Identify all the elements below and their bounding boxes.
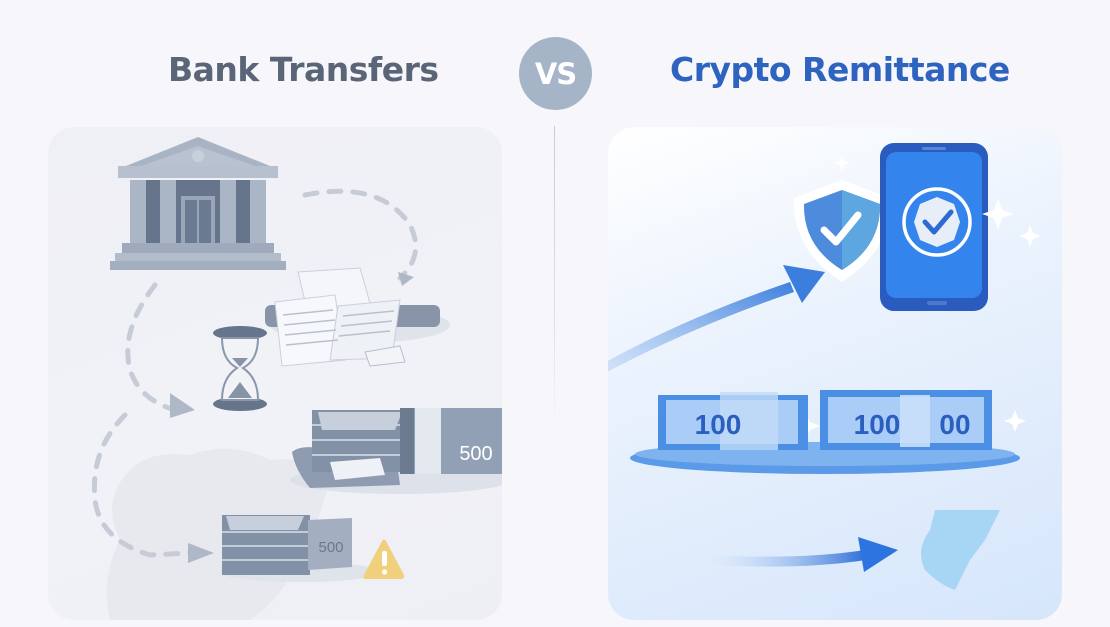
cash-tray: 100 100 00 — [630, 390, 1020, 474]
vs-badge: VS — [519, 37, 592, 110]
hourglass-icon — [213, 326, 267, 411]
map-region — [921, 510, 1000, 590]
arrowhead-icon — [188, 543, 214, 563]
arrowhead-icon — [398, 272, 414, 286]
rising-arrow — [608, 265, 825, 372]
crypto-remittance-title: Crypto Remittance — [670, 50, 1010, 89]
cash-label-1: 100 — [695, 409, 742, 440]
cash-label-3: 00 — [939, 409, 970, 440]
crypto-remittance-panel: 100 100 00 — [608, 127, 1062, 620]
crypto-scene: 100 100 00 — [608, 143, 1041, 590]
arrowhead-icon — [170, 393, 195, 418]
cash-large-label: 500 — [459, 443, 492, 465]
shield-check-icon — [793, 180, 891, 282]
cash-stack-small: 500 — [220, 515, 380, 582]
cash-small-label: 500 — [318, 539, 343, 556]
cash-stack-large: 500 — [290, 408, 502, 494]
warning-icon — [363, 539, 405, 579]
map-arrow — [710, 537, 898, 572]
paper-documents-icon — [265, 267, 450, 367]
cash-label-2: 100 — [854, 409, 901, 440]
dashed-path-arrows — [91, 188, 419, 558]
bank-building-icon — [110, 137, 286, 270]
vs-label: VS — [534, 56, 577, 91]
bank-scene: 500 500 — [91, 137, 502, 620]
smartphone-verified-icon — [880, 143, 988, 311]
bank-transfers-title: Bank Transfers — [168, 50, 439, 89]
center-divider — [554, 126, 555, 426]
bank-transfers-panel: 500 500 — [48, 127, 502, 620]
